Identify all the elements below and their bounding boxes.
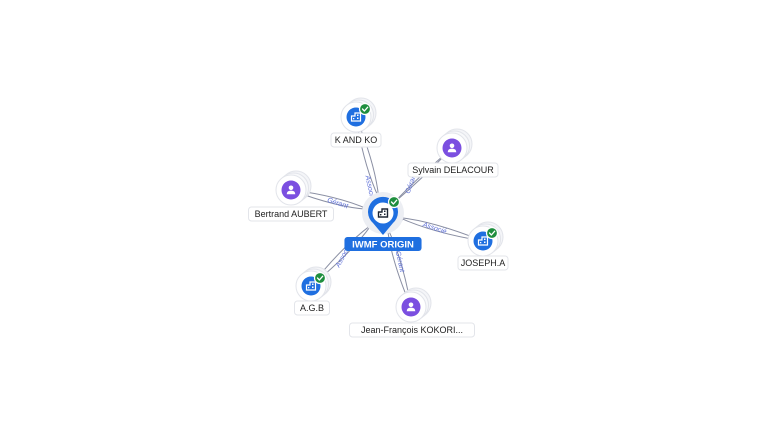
node-label: Bertrand AUBERT [255,209,328,219]
node-label: K AND KO [335,135,378,145]
node-label: Sylvain DELACOUR [412,165,494,175]
node-kandko[interactable]: K AND KO [330,97,382,148]
node-label-box [457,255,509,271]
node-agb[interactable]: A.G.B [294,266,332,316]
check-badge-icon [485,226,499,240]
node-sylvain[interactable]: Sylvain DELACOUR [407,128,499,178]
node-bertrand[interactable]: Bertrand AUBERT [248,170,334,222]
node-label-box [248,206,334,222]
center-label: IWMF ORIGIN [352,240,414,251]
check-badge-icon [313,271,327,285]
check-badge-icon [387,195,401,209]
building-icon [377,208,389,218]
nodes-layer: K AND KO Sylvain DELACOUR Bertrand AUBERT J… [248,97,509,338]
center-node[interactable]: IWMF ORIGIN [344,192,422,251]
edge-label: Gérant [394,250,406,273]
node-label-box [330,132,382,148]
node-label: A.G.B [300,303,324,313]
node-label: Jean-François KOKORI... [361,325,463,335]
node-label: JOSEPH.A [461,258,506,268]
center-label-box [344,237,422,251]
node-jeanfrancois[interactable]: Jean-François KOKORI... [349,287,475,338]
node-label-box [349,322,475,338]
check-badge-icon [358,102,372,116]
node-joseph[interactable]: JOSEPH.A [457,221,509,271]
edge-label: Associé [421,221,448,236]
node-label-box [294,300,330,316]
node-label-box [407,162,499,178]
